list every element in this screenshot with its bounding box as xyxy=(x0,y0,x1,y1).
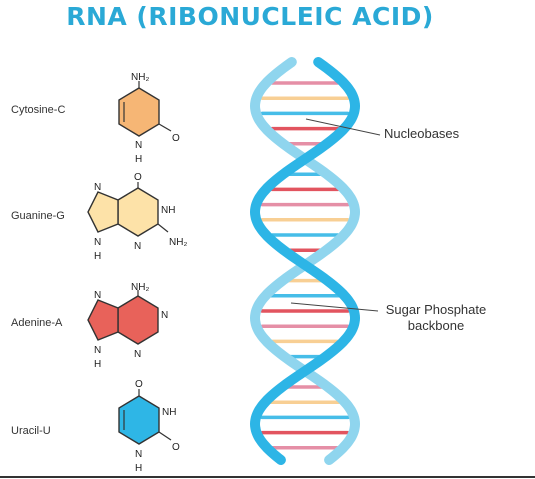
guanine-structure: O N NH NH₂ N N H xyxy=(87,172,187,262)
uracil-o-right: O xyxy=(172,442,180,453)
backbone-callout: Sugar Phosphate backbone xyxy=(381,302,491,334)
backbone-callout-line2: backbone xyxy=(407,318,465,333)
uracil-structure: O NH O N H xyxy=(118,379,180,474)
cytosine-n: N xyxy=(135,140,142,151)
cytosine-nh2: NH₂ xyxy=(131,72,149,83)
uracil-nh: NH xyxy=(162,407,176,418)
guanine-five-ring xyxy=(87,191,119,233)
guanine-n-left: N xyxy=(94,237,101,248)
guanine-n-top: N xyxy=(94,182,101,193)
uracil-o-top: O xyxy=(135,379,143,390)
adenine-five-ring xyxy=(87,299,119,341)
adenine-n-bottom: N xyxy=(134,349,141,360)
rna-helix xyxy=(249,57,361,465)
adenine-six-ring xyxy=(117,295,159,345)
uracil-n: N xyxy=(135,449,142,460)
guanine-six-ring xyxy=(117,187,159,237)
uracil-ring xyxy=(118,395,160,445)
cytosine-structure: NH₂ O N H xyxy=(118,72,180,165)
cytosine-o: O xyxy=(172,133,180,144)
adenine-nh2: NH₂ xyxy=(131,282,149,293)
guanine-o: O xyxy=(134,172,142,183)
adenine-label: Adenine-A xyxy=(11,317,63,329)
guanine-nh2: NH₂ xyxy=(169,237,187,248)
backbone-callout-line1: Sugar Phosphate xyxy=(385,302,487,317)
cytosine-ring xyxy=(118,87,160,137)
cytosine-label: Cytosine-C xyxy=(11,104,66,116)
backbone-strand-front xyxy=(249,57,361,465)
guanine-nh: NH xyxy=(161,205,175,216)
cytosine-h: H xyxy=(135,154,142,165)
page-title: RNA (RIBONUCLEIC ACID) xyxy=(66,2,434,31)
adenine-structure: NH₂ N N N N H xyxy=(87,282,168,370)
nucleobases-leader-line xyxy=(305,118,381,136)
uracil-label: Uracil-U xyxy=(11,425,51,437)
adenine-n-top: N xyxy=(94,290,101,301)
guanine-label: Guanine-G xyxy=(11,210,65,222)
guanine-n-bottom: N xyxy=(134,241,141,252)
nucleobases-callout: Nucleobases xyxy=(384,126,460,141)
adenine-n-right: N xyxy=(161,310,168,321)
uracil-h: H xyxy=(135,463,142,474)
adenine-h: H xyxy=(94,359,101,370)
guanine-h: H xyxy=(94,251,101,262)
backbone-strand-back xyxy=(249,57,361,465)
adenine-n-left: N xyxy=(94,345,101,356)
bottom-divider xyxy=(0,476,535,478)
backbone-leader-line xyxy=(290,302,379,312)
